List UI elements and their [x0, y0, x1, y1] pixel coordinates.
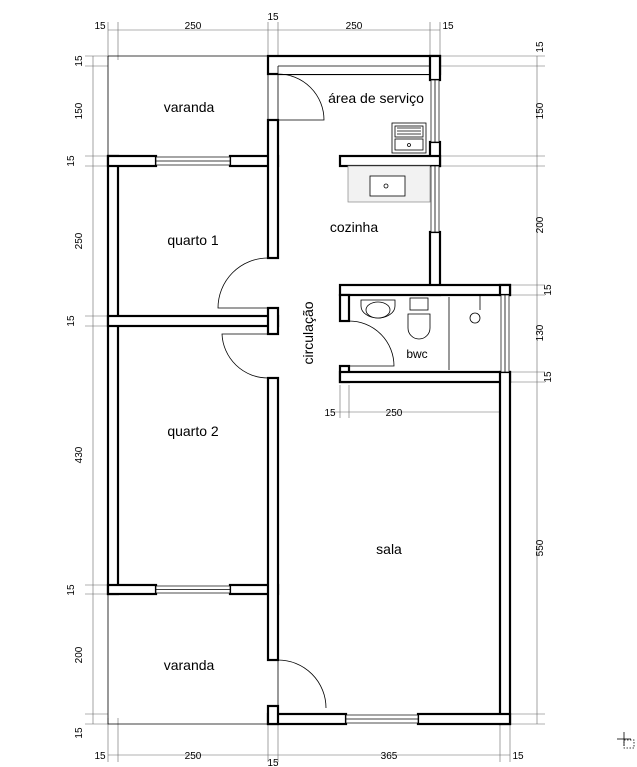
dimension-labels-bottom: 15 250 15 365 15	[94, 751, 524, 767]
room-label-circulacao: circulação	[300, 301, 316, 364]
toilet-icon	[360, 299, 396, 319]
dim-right-0: 15	[535, 41, 546, 53]
dim-right-1: 150	[535, 102, 546, 119]
room-label-sala: sala	[376, 541, 402, 557]
dim-top-3: 250	[346, 21, 363, 32]
dimension-labels-top: 15 250 15 250 15	[94, 12, 454, 32]
dimension-labels-left: 15 150 15 250 15 430 15 200 15	[66, 55, 85, 739]
room-label-cozinha: cozinha	[330, 219, 378, 235]
dim-bwc-1: 250	[386, 408, 403, 419]
sink-icon	[391, 122, 427, 154]
room-label-varanda-bottom: varanda	[164, 657, 215, 673]
room-labels: varanda área de serviço quarto 1 cozinha…	[164, 90, 428, 673]
dim-top-1: 250	[185, 21, 202, 32]
windows	[155, 79, 510, 724]
dim-left-5: 430	[74, 446, 85, 463]
kitchen-sink-icon	[347, 165, 431, 203]
room-label-quarto-1: quarto 1	[167, 232, 219, 248]
dim-bottom-0: 15	[94, 751, 106, 762]
dim-left-2: 15	[66, 155, 77, 167]
dim-bottom-2: 15	[267, 758, 279, 767]
dim-top-0: 15	[94, 21, 106, 32]
dim-left-1: 150	[74, 102, 85, 119]
dim-left-7: 200	[74, 646, 85, 663]
dim-bottom-3: 365	[381, 751, 398, 762]
dim-bottom-4: 15	[512, 751, 524, 762]
dim-bottom-1: 250	[185, 751, 202, 762]
dim-left-0: 15	[74, 55, 85, 67]
dim-right-6: 550	[535, 539, 546, 556]
veranda-outline	[107, 55, 269, 725]
dim-left-6: 15	[66, 584, 77, 596]
dimension-labels-bwc: 15 250	[324, 408, 402, 419]
dimension-lines	[85, 22, 545, 762]
dim-left-4: 15	[66, 315, 77, 327]
room-label-area-servico: área de serviço	[328, 90, 424, 106]
dim-bwc-0: 15	[324, 408, 336, 419]
dimension-labels-right: 15 150 200 15 130 15 550	[535, 41, 554, 556]
doors	[217, 73, 395, 709]
dim-top-2: 15	[267, 12, 279, 23]
room-label-quarto-2: quarto 2	[167, 423, 219, 439]
walls	[106, 54, 512, 726]
cursor-move-icon	[617, 732, 635, 749]
washbasin-icon	[407, 297, 431, 340]
dim-right-5: 15	[543, 371, 554, 383]
dim-right-2: 200	[535, 216, 546, 233]
dim-top-4: 15	[442, 21, 454, 32]
room-label-varanda-top: varanda	[164, 99, 215, 115]
dim-left-3: 250	[74, 232, 85, 249]
shower-icon	[448, 296, 481, 370]
dim-right-3: 15	[543, 284, 554, 296]
dim-right-4: 130	[535, 324, 546, 341]
dim-left-8: 15	[74, 727, 85, 739]
room-label-bwc: bwc	[406, 347, 427, 361]
